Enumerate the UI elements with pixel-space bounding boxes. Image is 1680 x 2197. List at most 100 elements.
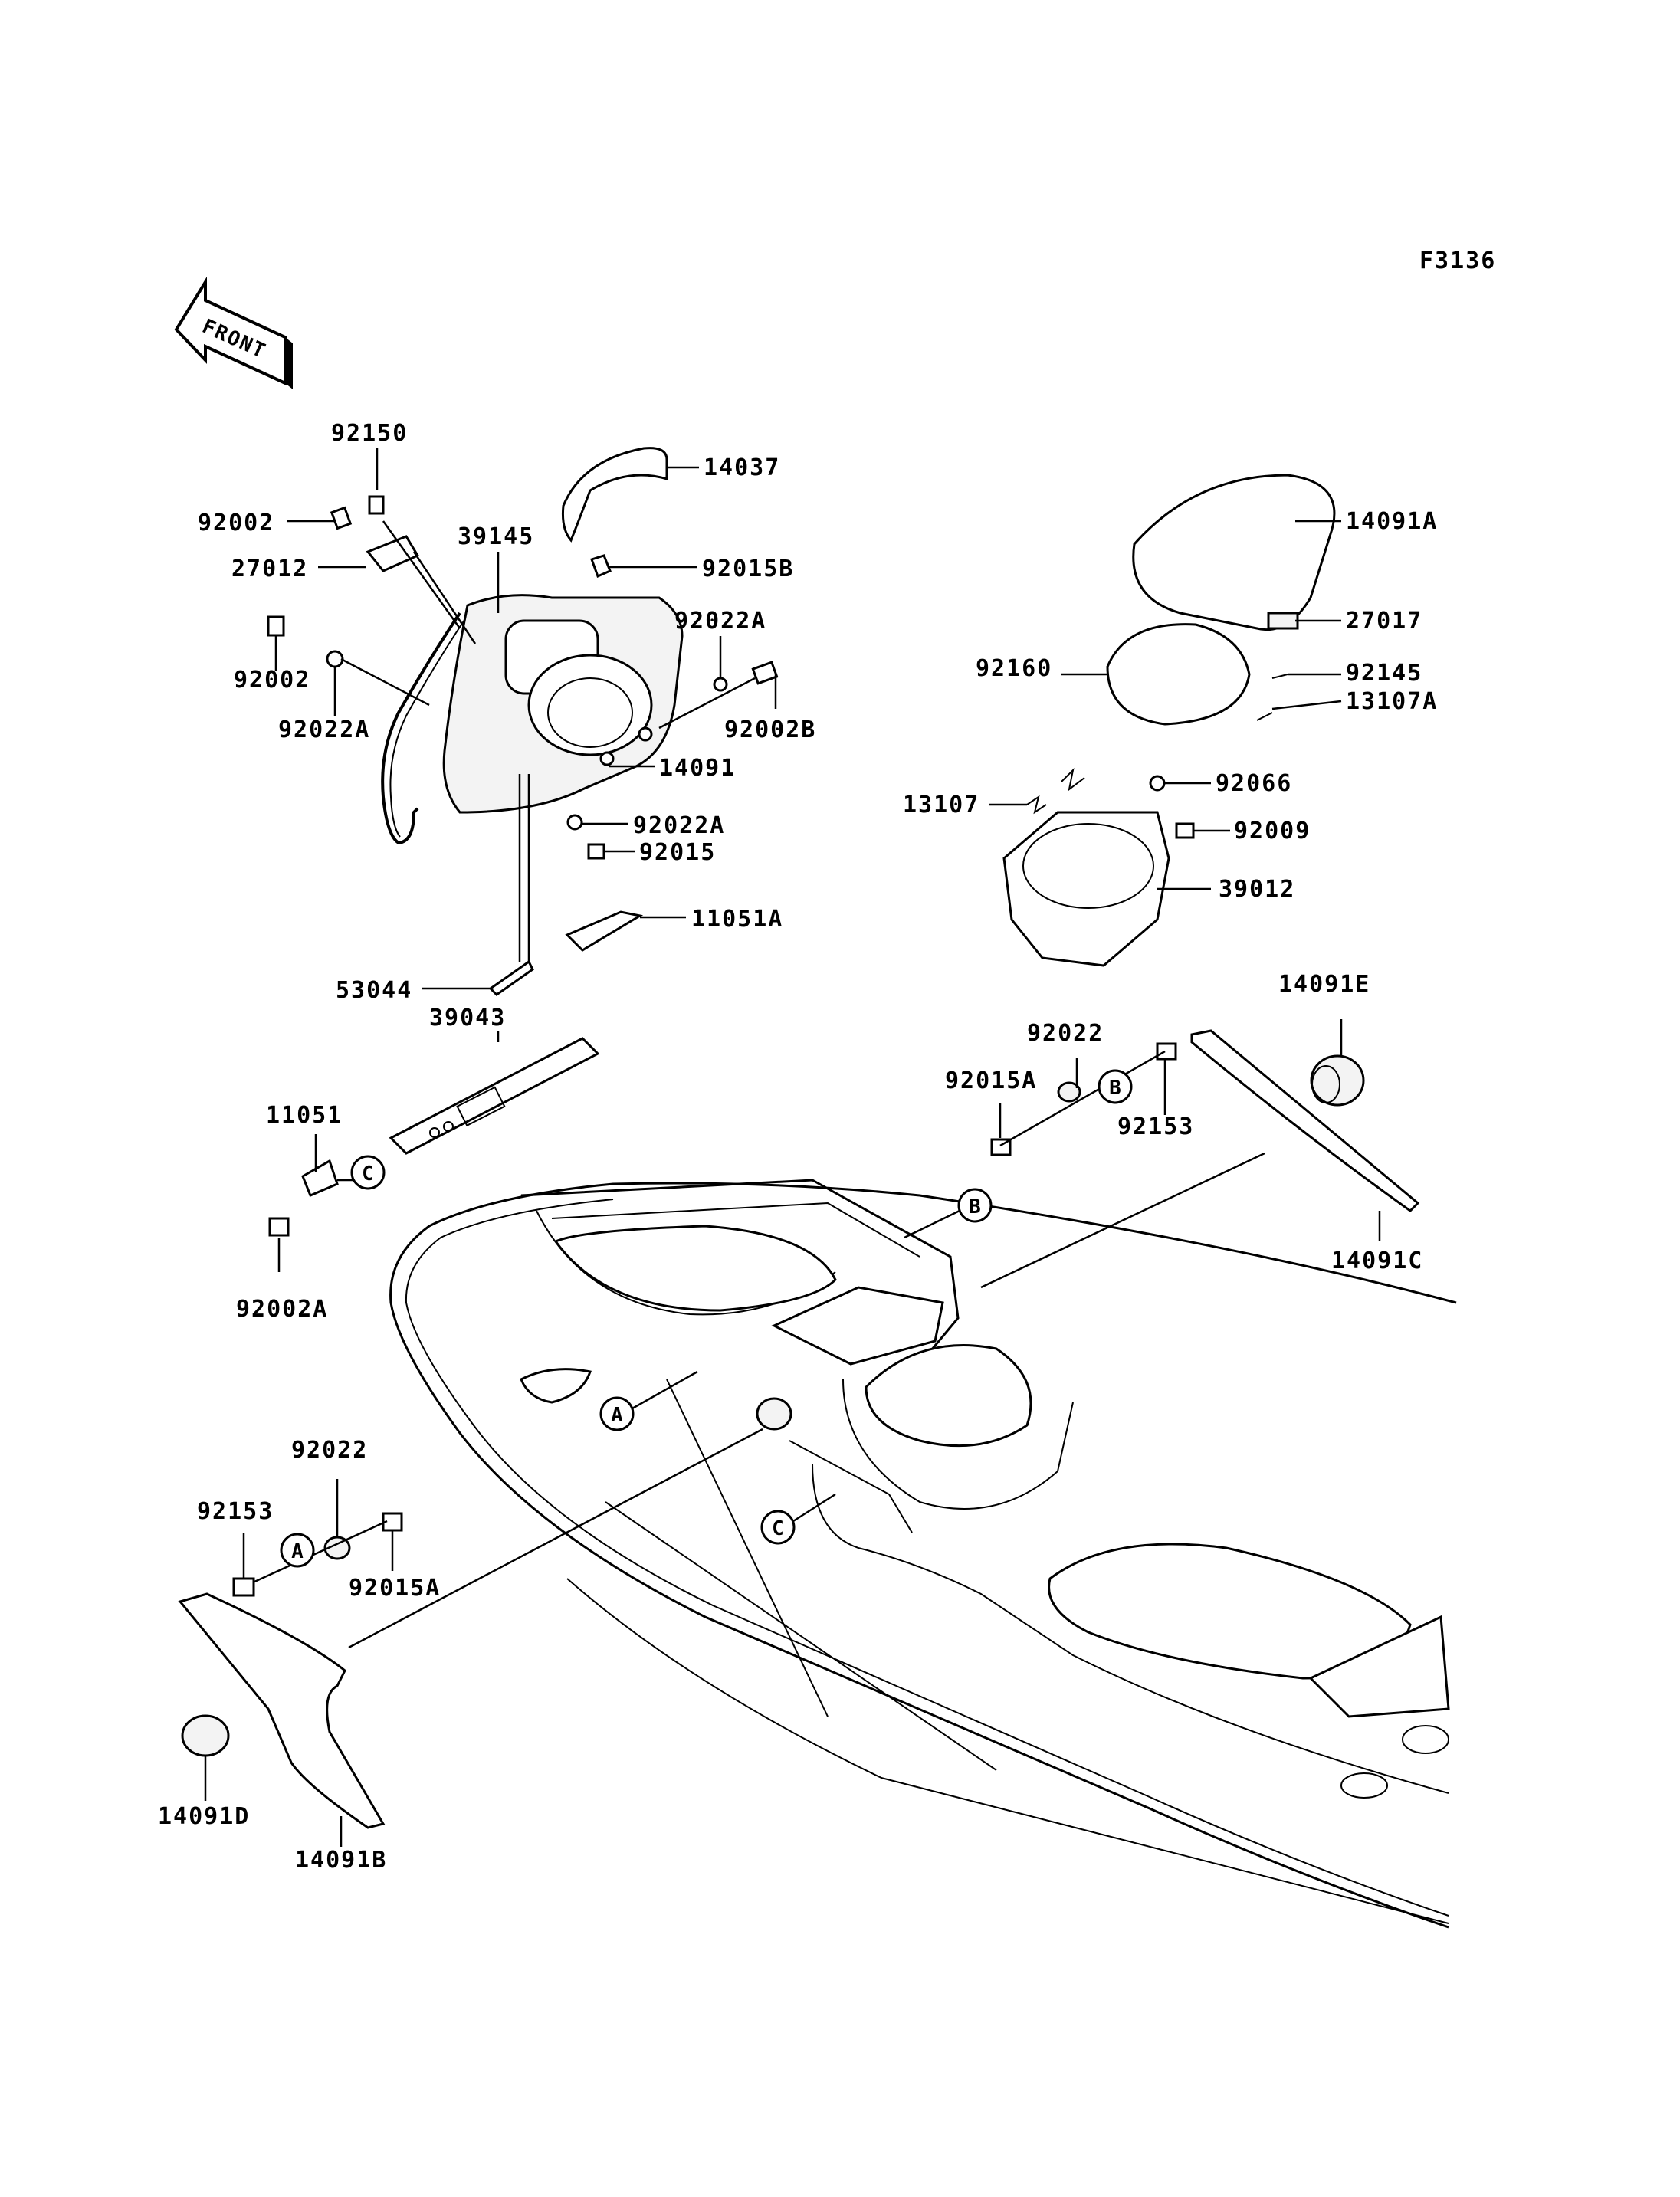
part-14091B-shape [178, 1592, 386, 1829]
label-92015B: 92015B [702, 556, 794, 582]
hull-cavity-1 [553, 1225, 837, 1312]
label-14091E: 14091E [1278, 971, 1370, 998]
label-92002B: 92002B [724, 716, 816, 743]
part-11051-shape [301, 1159, 339, 1197]
label-14091D: 14091D [158, 1803, 250, 1830]
marker-c-left: C [350, 1155, 386, 1190]
part-39145-shape [381, 612, 461, 845]
part-92015B-shape [590, 554, 612, 579]
label-11051: 11051 [266, 1102, 343, 1129]
label-14091A: 14091A [1346, 508, 1438, 535]
svg-text:C: C [362, 1162, 374, 1185]
part-14091E-shape [1310, 1054, 1365, 1107]
label-92153-right: 92153 [1117, 1113, 1194, 1140]
front-arrow-icon: FRONT [174, 276, 293, 389]
label-92002A: 92002A [236, 1296, 328, 1323]
marker-c-hull: C [760, 1510, 796, 1545]
svg-text:B: B [1109, 1077, 1121, 1100]
hull-port-left [756, 1397, 792, 1431]
part-27017-shape [1267, 612, 1299, 630]
label-27017: 27017 [1346, 608, 1422, 635]
part-27012-shape [366, 535, 420, 572]
part-92022-left-shape [323, 1536, 351, 1560]
label-53044: 53044 [336, 977, 412, 1004]
label-13107A: 13107A [1346, 688, 1438, 715]
label-92145: 92145 [1346, 660, 1422, 687]
label-92022A-lower: 92022A [633, 812, 725, 839]
marker-b-top: B [957, 1188, 993, 1223]
leader-lines-left [274, 448, 777, 1272]
hull-body [389, 1179, 1457, 1929]
svg-text:A: A [611, 1404, 623, 1427]
label-92009: 92009 [1234, 818, 1311, 844]
label-39012: 39012 [1219, 876, 1295, 903]
label-14091B: 14091B [295, 1847, 387, 1874]
label-14091: 14091 [659, 755, 736, 782]
part-92145-shape [1271, 674, 1288, 679]
dashboard-assembly [267, 447, 779, 1237]
label-92153-left: 92153 [197, 1498, 274, 1525]
part-92002B-shape [751, 661, 779, 685]
label-92066: 92066 [1216, 770, 1292, 797]
marker-a-hull: A [599, 1396, 635, 1431]
leader-lines-right [989, 520, 1342, 890]
label-11051A: 11051A [691, 906, 783, 933]
label-92002-top: 92002 [198, 510, 274, 536]
label-92022A-left: 92022A [278, 716, 370, 743]
part-92066-shape [1149, 775, 1166, 792]
part-14091C-shape [1190, 1029, 1420, 1212]
label-92015: 92015 [639, 839, 716, 866]
part-13107A-shape [1256, 712, 1273, 721]
label-27012: 27012 [231, 556, 308, 582]
part-labels: 14037 92150 92002 39145 27012 92015B 920… [158, 420, 1438, 1874]
marker-b-right: B [1098, 1069, 1133, 1104]
part-92009-shape [1175, 822, 1195, 839]
svg-text:C: C [772, 1517, 784, 1540]
part-92022A-lower-shape [566, 814, 583, 831]
part-92160-shape [1106, 623, 1251, 726]
label-92160: 92160 [976, 655, 1052, 682]
part-39012-shape [1002, 811, 1170, 967]
left-side-panel-group [178, 1428, 763, 1847]
part-92022A-left-shape [326, 650, 344, 668]
part-14037-shape [562, 447, 668, 543]
hull-cavity-3 [865, 1344, 1032, 1448]
part-11051A-shape [565, 910, 644, 952]
part-92022-right-shape [1057, 1081, 1081, 1103]
label-92150: 92150 [331, 420, 408, 447]
part-92002-left-shape [267, 615, 285, 637]
label-92015A-left: 92015A [349, 1575, 441, 1602]
hull-cavity-2 [771, 1286, 944, 1366]
label-92015A-right: 92015A [945, 1067, 1037, 1094]
label-92022-right: 92022 [1027, 1020, 1104, 1047]
part-13107-shape [1026, 795, 1047, 815]
figure-code: F3136 [1419, 248, 1496, 274]
storage-assembly [1002, 474, 1336, 967]
part-53044-shape [488, 959, 534, 996]
label-14037: 14037 [704, 454, 780, 481]
hull-rear-deck [1308, 1615, 1450, 1718]
part-92022A-right-shape [713, 677, 728, 692]
part-14091A-shape [1132, 474, 1336, 631]
part-92153-left-shape [232, 1577, 255, 1597]
marker-a-left: A [280, 1533, 315, 1568]
part-14091D-shape [181, 1714, 230, 1757]
part-92015-shape [587, 843, 605, 860]
label-92022-left: 92022 [291, 1437, 368, 1464]
label-13107: 13107 [903, 792, 979, 818]
part-92002-top-shape [330, 506, 353, 530]
label-39043: 39043 [429, 1005, 506, 1031]
reference-markers: B B C A C A [280, 1069, 1133, 1568]
label-39145: 39145 [458, 523, 534, 550]
part-39043-shape [389, 1037, 600, 1155]
label-14091C: 14091C [1331, 1248, 1423, 1274]
part-92002A-shape [268, 1217, 290, 1237]
label-92022A-right: 92022A [674, 608, 766, 635]
part-92150-shape [368, 495, 385, 515]
right-side-panel-group [980, 1019, 1420, 1289]
hull-side-vent [520, 1368, 592, 1404]
label-92002-left: 92002 [234, 667, 310, 694]
svg-text:A: A [291, 1540, 304, 1563]
svg-text:B: B [969, 1195, 981, 1218]
